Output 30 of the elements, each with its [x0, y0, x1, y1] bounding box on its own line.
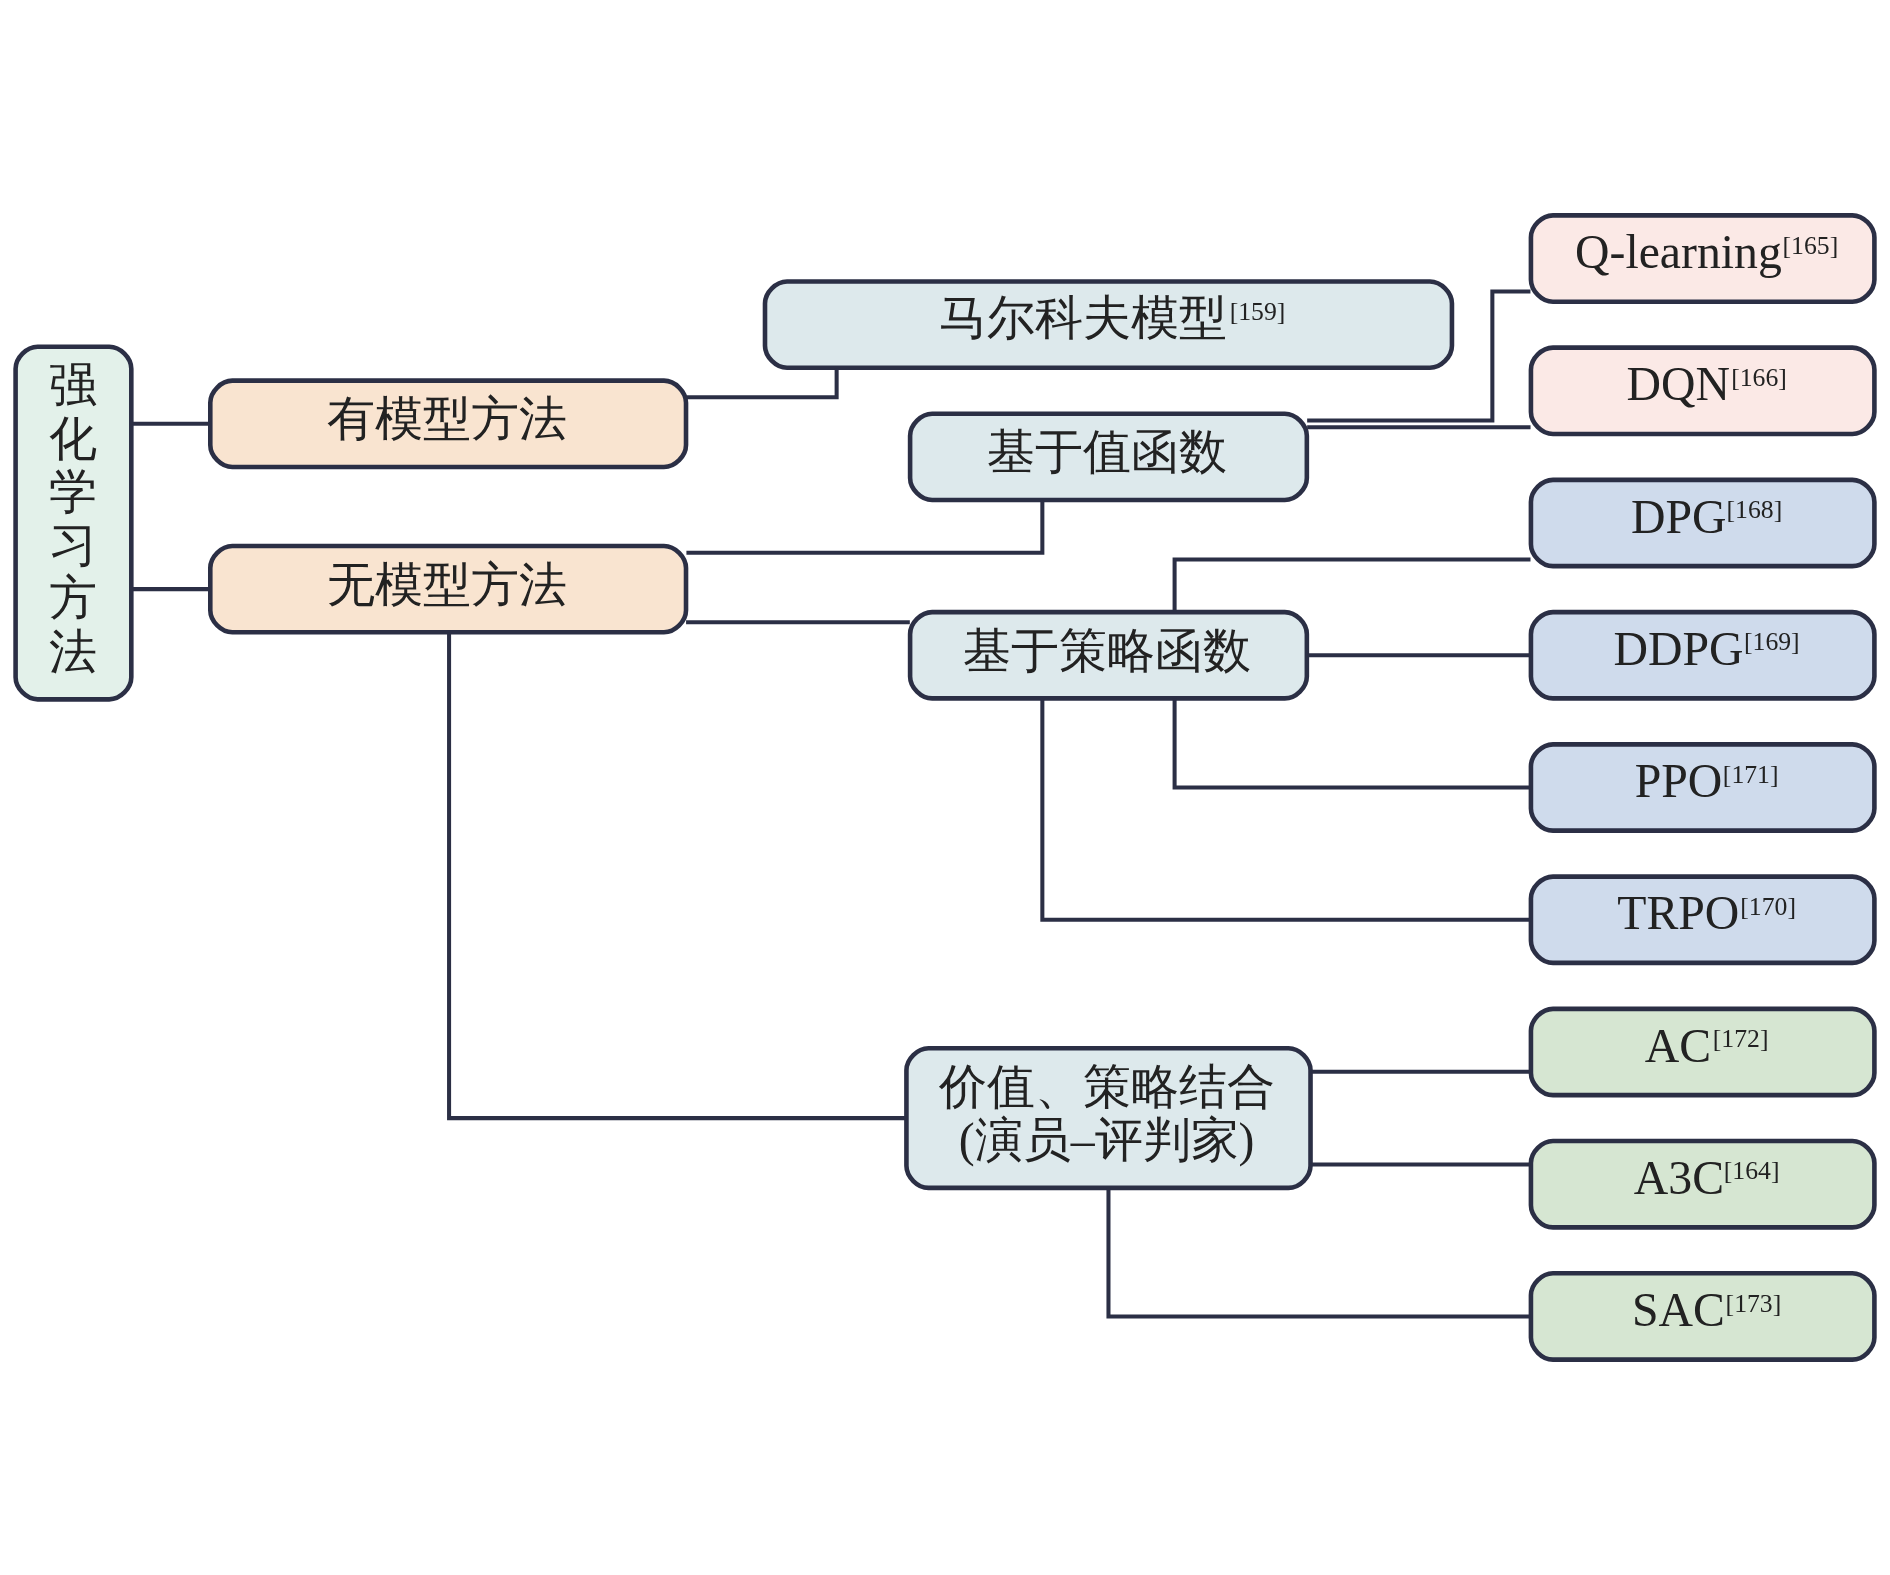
node-box: 基于值函数: [907, 411, 1310, 503]
connector: [1106, 1188, 1531, 1319]
node-box: TRPO$^{[170]}$: [1528, 874, 1877, 966]
node-box: 强化学习方法: [13, 344, 134, 702]
node-box: 有模型方法: [208, 378, 689, 470]
connector: [686, 500, 1045, 555]
node-box: PPO$^{[171]}$: [1528, 742, 1877, 833]
connector: [1311, 1162, 1531, 1167]
connector: [447, 632, 907, 1121]
connector: [132, 587, 210, 592]
node-box: DDPG$^{[169]}$: [1528, 609, 1877, 701]
connector: [1307, 289, 1531, 423]
node-box: 基于策略函数: [907, 609, 1310, 701]
connector: [132, 421, 210, 426]
connector: [686, 620, 910, 625]
node-box: A3C$^{[164]}$: [1528, 1138, 1877, 1230]
connector: [1040, 698, 1531, 922]
node-box: SAC$^{[173]}$: [1528, 1271, 1877, 1362]
connector: [1307, 653, 1531, 658]
node-box: AC$^{[172]}$: [1528, 1006, 1877, 1098]
node-box: DPG$^{[168]}$: [1528, 477, 1877, 569]
node-box: DQN$^{[166]}$: [1528, 345, 1877, 437]
connector: [1172, 557, 1531, 612]
connector: [1172, 698, 1531, 790]
node-box: 马尔科夫模型$^{[159]}$: [762, 279, 1455, 371]
node-box: 价值、策略结合 (演员–评判家): [904, 1046, 1313, 1191]
connector: [1307, 425, 1531, 430]
node-box: Q-learning$^{[165]}$: [1528, 213, 1877, 304]
connector: [1311, 1069, 1531, 1074]
node-box: 无模型方法: [208, 543, 689, 635]
